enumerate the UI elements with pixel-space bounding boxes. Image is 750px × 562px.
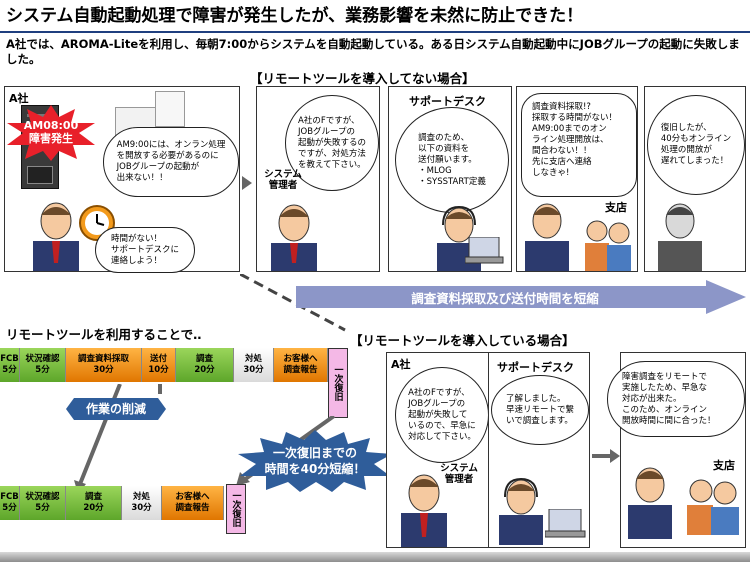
person-icon	[271, 204, 317, 271]
intro-text: A社では、AROMA-Liteを利用し、毎朝7:00からシステムを自動起動してい…	[6, 37, 740, 66]
segment-duration: 20分	[83, 503, 104, 513]
headset-person-icon	[437, 205, 481, 271]
branch-label: 支店	[713, 459, 735, 472]
speech-bubble: A社のFですが、 JOBグループの 起動が失敗するの ですが、対処方法 を教えて…	[285, 95, 379, 191]
segment-duration: 調査報告	[283, 365, 318, 375]
panel-label: サポートデスク	[497, 361, 574, 374]
shorten-banner-text: 調査資料採取及び送付時間を短縮	[411, 291, 599, 306]
with-panel-company: A社 A社のFですが、 JOBグループの 起動が失敗して いるので、早急に 対応…	[386, 352, 492, 548]
without-panel-result: 復旧したが、 40分もオンライン 処理の開放が 遅れてしまった！	[644, 86, 746, 272]
person-icon	[658, 203, 702, 271]
role-label: システム 管理者	[440, 463, 478, 485]
laptop-icon	[545, 509, 586, 538]
segment-duration: 30分	[93, 365, 114, 375]
person-icon	[585, 220, 631, 271]
arrow-right-icon	[592, 454, 612, 458]
reduction-burst-icon	[238, 430, 392, 492]
timeline-segment: お客様へ調査報告	[274, 348, 328, 382]
segment-duration: 5分	[2, 365, 17, 375]
speech-bubble: 障害調査をリモートで 実施したため、早急な 対応が出来た。 このため、オンライン…	[607, 361, 745, 437]
segment-label: 調査資料採取	[77, 354, 129, 364]
banner-arrow-icon	[296, 280, 746, 314]
segment-label: 対処	[244, 354, 262, 364]
speech-bubble: AM9:00には、オンラン処理 を開放する必要があるのに JOBグループの起動が…	[103, 127, 239, 197]
recover-marker-before: 一次復旧	[328, 348, 348, 418]
with-tool-heading: 【リモートツールを導入している場合】	[350, 333, 575, 348]
person-icon	[687, 479, 739, 535]
speech-bubble: 調査資料採取!? 採取する時間がない！ AM9:00までのオン ライン処理開放は…	[521, 93, 637, 197]
alarm-time: AM08:00	[23, 119, 79, 132]
with-panel-support: サポートデスク 了解しました。 早速リモートで繋 いで調査します。	[488, 352, 590, 548]
arrow-right-icon	[242, 176, 252, 190]
branch-label: 支店	[605, 201, 627, 214]
without-tool-heading: 【リモートツールを導入してない場合】	[250, 71, 475, 86]
with-panel-result: 障害調査をリモートで 実施したため、早急な 対応が出来た。 このため、オンライン…	[607, 352, 746, 548]
speech-bubble: 時間がない！ サポートデスクに 連絡しよう！	[95, 227, 195, 273]
alarm-text: 障害発生	[29, 132, 73, 145]
segment-duration: 5分	[35, 503, 50, 513]
laptop-icon	[465, 237, 504, 264]
panel-label: A社	[391, 358, 411, 371]
segment-label: FCB	[0, 354, 19, 364]
without-panel-company: A社 AM08:00 障害発生 AM9:00には、オンラン処理 を開放する必要が…	[4, 86, 240, 273]
without-panel-admin: A社のFですが、 JOBグループの 起動が失敗するの ですが、対処方法 を教えて…	[256, 86, 380, 272]
segment-label: 状況確認	[25, 492, 60, 502]
arrow-right-icon	[610, 449, 620, 463]
person-icon	[628, 467, 672, 539]
speech-bubble: 了解しました。 早速リモートで繋 いで調査します。	[491, 375, 589, 445]
burst-line-2: 時間を40分短縮！	[264, 462, 366, 476]
segment-label: 対処	[132, 492, 150, 502]
person-icon	[525, 203, 569, 271]
segment-label: お客様へ	[175, 492, 210, 502]
speech-bubble: A社のFですが、 JOBグループの 起動が失敗して いるので、早急に 対応して下…	[395, 367, 489, 463]
paper-stack-icon	[155, 91, 185, 127]
segment-label: 送付	[149, 354, 167, 364]
segment-duration: 20分	[194, 365, 215, 375]
timeline-heading: リモートツールを利用することで‥	[6, 327, 202, 342]
recover-marker-after: 一次復旧	[226, 484, 246, 534]
segment-duration: 30分	[131, 503, 152, 513]
segment-label: 調査	[195, 354, 213, 364]
dashed-connector	[240, 274, 346, 332]
role-label: システム 管理者	[264, 169, 302, 191]
without-panel-support: サポートデスク 調査のため、 以下の資料を 送付願います。 ・MLOG ・SYS…	[388, 86, 512, 272]
without-panel-company-2: 調査資料採取!? 採取する時間がない！ AM9:00までのオン ライン処理開放は…	[516, 86, 638, 272]
segment-duration: 調査報告	[175, 503, 210, 513]
person-icon	[401, 474, 447, 547]
panel-label: サポートデスク	[409, 95, 486, 108]
segment-label: 調査	[84, 492, 102, 502]
segment-duration: 10分	[148, 365, 169, 375]
page-title: システム自動起動処理で障害が発生したが、業務影響を未然に防止できた！	[0, 0, 750, 33]
reduction-label: 作業の削減	[66, 398, 166, 420]
speech-bubble: 復旧したが、 40分もオンライン 処理の開放が 遅れてしまった！	[647, 95, 745, 195]
bottom-strip	[0, 552, 750, 562]
segment-duration: 30分	[243, 365, 264, 375]
segment-label: FCB	[0, 492, 19, 502]
person-icon	[33, 202, 79, 271]
headset-person-icon	[499, 477, 543, 545]
segment-label: 状況確認	[25, 354, 60, 364]
burst-line-1: 一次復旧までの	[272, 446, 357, 460]
timeline-segment: お客様へ調査報告	[162, 486, 224, 520]
alarm-burst-icon	[7, 105, 95, 161]
segment-label: お客様へ	[283, 354, 318, 364]
segment-duration: 5分	[35, 365, 50, 375]
panel-label: A社	[9, 92, 29, 105]
speech-bubble: 調査のため、 以下の資料を 送付願います。 ・MLOG ・SYSSTART定義	[395, 107, 509, 213]
segment-duration: 5分	[2, 503, 17, 513]
